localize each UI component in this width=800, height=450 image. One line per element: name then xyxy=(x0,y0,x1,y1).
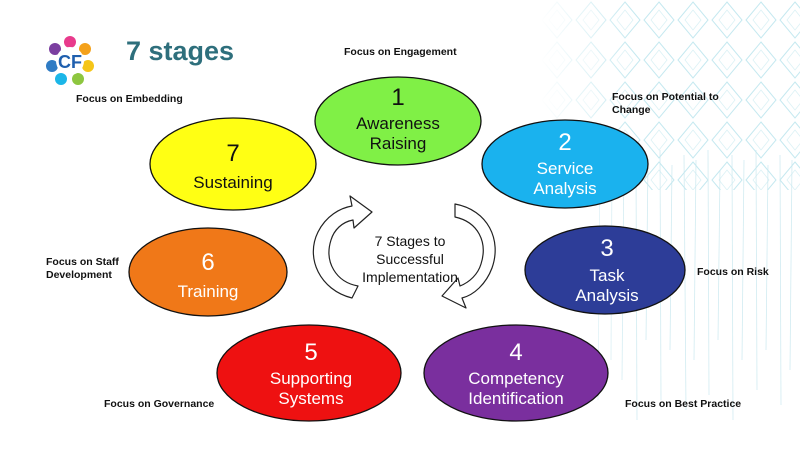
focus-label-stage-3: Focus on Risk xyxy=(697,266,769,278)
focus-label-stage-4: Focus on Best Practice xyxy=(625,398,742,410)
stage-2-label-line: Analysis xyxy=(533,179,596,198)
focus-label-stage-5: Focus on Governance xyxy=(104,398,215,410)
stage-4-label-line: Identification xyxy=(468,389,563,408)
stage-5-label-line: Supporting xyxy=(270,369,352,388)
stage-4-number: 4 xyxy=(509,339,522,366)
cycle-center-text: 7 Stages to Successful Implementation xyxy=(362,233,458,285)
svg-text:CF: CF xyxy=(58,52,82,72)
stage-6-label: Training xyxy=(178,282,239,301)
focus-label-stage-1: Focus on Engagement xyxy=(344,46,457,58)
focus-label-stage-7: Focus on Embedding xyxy=(76,93,183,105)
stage-2-label-line: Service xyxy=(537,159,594,178)
stage-7: 7 Sustaining xyxy=(149,117,317,211)
stage-1-number: 1 xyxy=(391,84,404,111)
stage-1-label-line: Awareness xyxy=(356,114,440,133)
stage-5-label-line: Systems xyxy=(278,389,343,408)
stage-3-label-line: Analysis xyxy=(575,286,638,305)
stage-7-number: 7 xyxy=(226,140,239,167)
stage-6-label-line: Training xyxy=(178,282,239,301)
focus-label-stage-2: Focus on Potential to Change xyxy=(612,91,719,116)
stage-7-label: Sustaining xyxy=(193,173,272,192)
stage-3-number: 3 xyxy=(600,235,613,262)
stage-2-number: 2 xyxy=(558,129,571,156)
stage-4-label-line: Competency xyxy=(468,369,564,388)
cf-logo-icon: CF xyxy=(46,36,94,85)
stage-3-label-line: Task xyxy=(590,266,625,285)
stage-7-label-line: Sustaining xyxy=(193,173,272,192)
stage-5-number: 5 xyxy=(304,339,317,366)
focus-label-stage-6: Focus on Staff Development xyxy=(46,256,119,281)
stage-1-label-line: Raising xyxy=(370,134,427,153)
slide-title: 7 stages xyxy=(126,36,235,66)
stage-6-number: 6 xyxy=(201,249,214,276)
cycle-arrows-icon xyxy=(312,195,496,309)
stage-6: 6 Training xyxy=(128,227,288,317)
